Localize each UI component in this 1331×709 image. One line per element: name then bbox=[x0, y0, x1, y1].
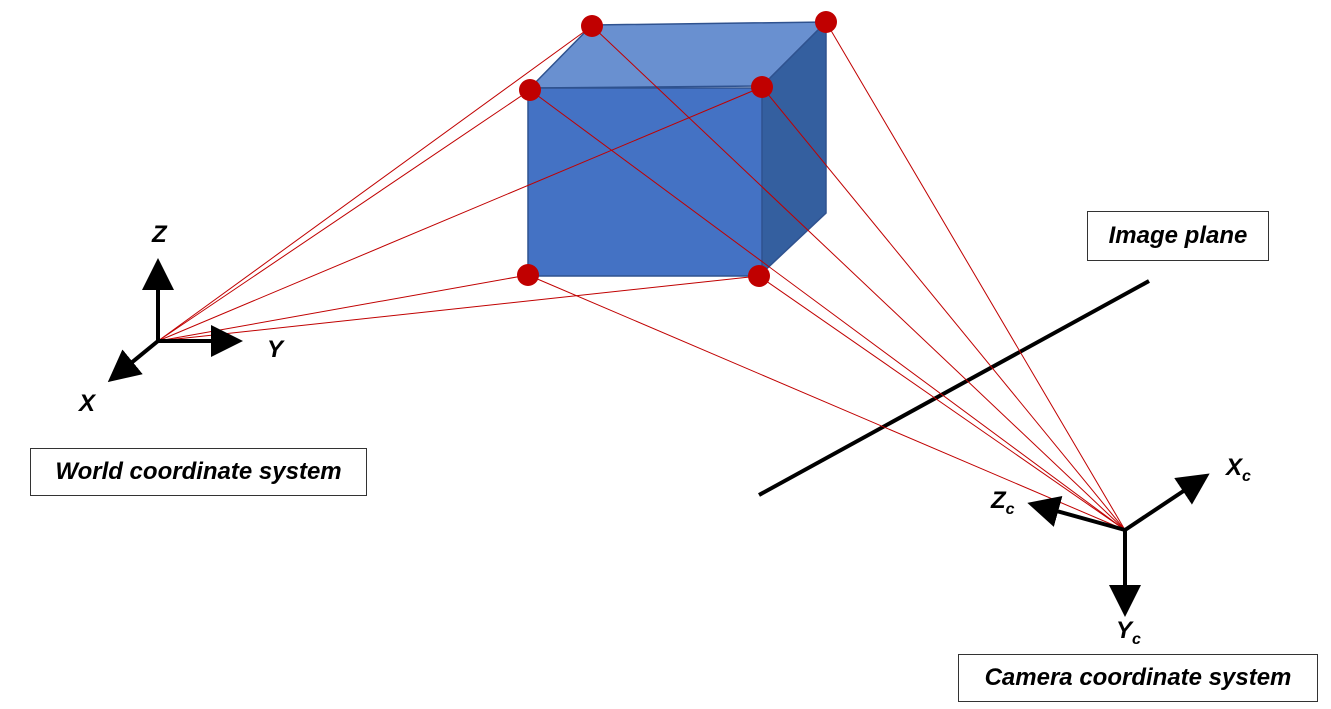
image-plane-line bbox=[758, 279, 1150, 497]
world-axes bbox=[107, 258, 243, 383]
camera-x-axis bbox=[1123, 473, 1210, 532]
camera-ray bbox=[758, 275, 1126, 531]
world-ray bbox=[157, 275, 760, 342]
world-ray bbox=[157, 86, 763, 342]
camera-ray bbox=[527, 274, 1126, 531]
camera-ray bbox=[591, 25, 1126, 531]
world-x-axis bbox=[107, 339, 160, 383]
vertex-top-front-right bbox=[751, 76, 773, 98]
vertex-bottom-front-left bbox=[517, 264, 539, 286]
cube-vertices bbox=[517, 11, 837, 287]
camera-x-label: Xc bbox=[1224, 454, 1251, 485]
world-x-label: X bbox=[77, 390, 97, 417]
vertex-bottom-front-right bbox=[748, 265, 770, 287]
vertex-top-front-left bbox=[519, 79, 541, 101]
cube bbox=[527, 20, 828, 278]
vertex-top-back-right bbox=[815, 11, 837, 33]
world-y-label: Y bbox=[267, 336, 285, 363]
camera-axes bbox=[1027, 473, 1210, 617]
world-z-label: Z bbox=[151, 221, 168, 248]
camera-ray bbox=[761, 86, 1126, 531]
camera-z-label: Zc bbox=[990, 487, 1015, 518]
vertex-top-back-left bbox=[581, 15, 603, 37]
camera-coordinate-system-label: Camera coordinate system bbox=[958, 654, 1318, 702]
camera-ray bbox=[529, 89, 1126, 531]
camera-ray bbox=[825, 21, 1126, 531]
world-coordinate-system-label: World coordinate system bbox=[30, 448, 367, 496]
camera-y-label: Yc bbox=[1116, 617, 1141, 648]
camera-z-axis bbox=[1027, 496, 1126, 532]
camera-rays bbox=[527, 21, 1126, 531]
cube-front-face bbox=[527, 87, 763, 277]
world-ray bbox=[157, 25, 593, 342]
image-plane-label: Image plane bbox=[1087, 211, 1269, 261]
world-ray bbox=[157, 89, 531, 342]
world-ray bbox=[157, 274, 529, 342]
